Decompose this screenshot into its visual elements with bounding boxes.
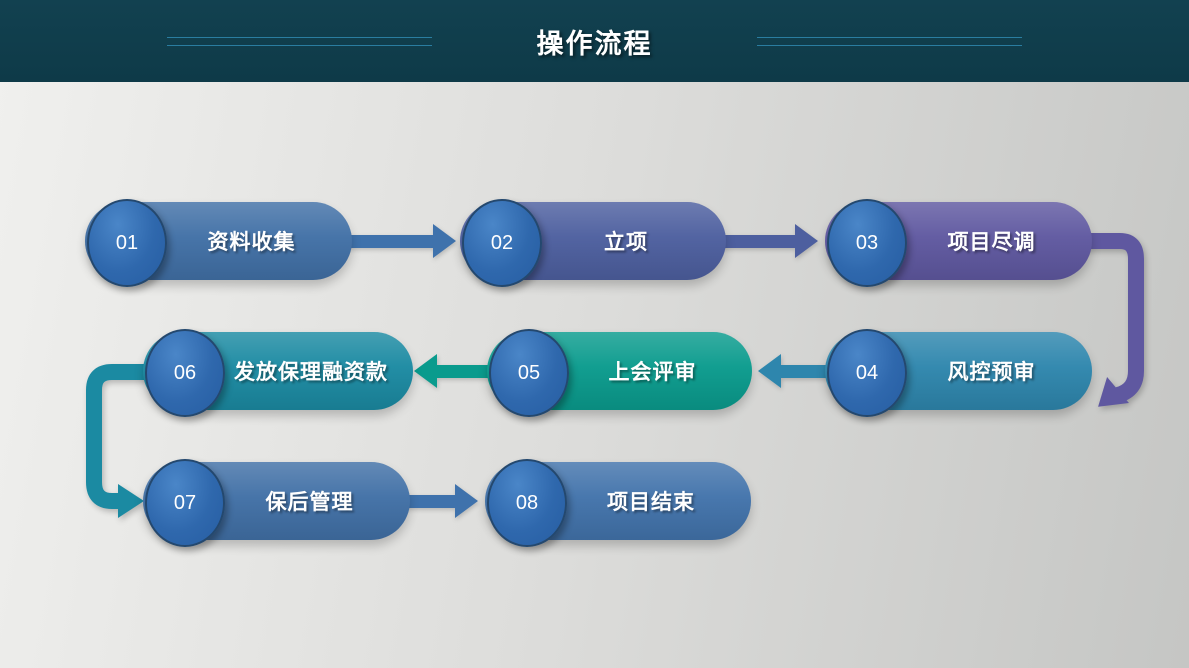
elbow-connector-03-04: [1075, 233, 1144, 407]
step-label: 立项: [604, 231, 648, 254]
step-number-badge: 03: [827, 199, 907, 287]
connector-arrowhead-icon: [1098, 376, 1129, 407]
step-label: 上会评审: [608, 361, 697, 384]
step-pill-08: 08 项目结束: [485, 459, 751, 547]
arrow-head-icon: [433, 224, 456, 258]
header-accent-lines-left: [167, 37, 432, 47]
page-title: 操作流程: [536, 28, 653, 59]
step-label: 风控预审: [947, 361, 1036, 384]
step-pill-05: 05 上会评审: [487, 329, 752, 417]
step-number-badge: 02: [462, 199, 542, 287]
arrow-shaft: [402, 494, 455, 508]
step-pill-02: 02 立项: [460, 199, 726, 287]
header-accent-lines-right: [757, 37, 1022, 47]
arrow-07-08: [402, 484, 478, 518]
step-number-badge: 06: [145, 329, 225, 417]
step-number-badge: 01: [87, 199, 167, 287]
step-pill-07: 07 保后管理: [143, 459, 410, 547]
header-bar: [0, 0, 1189, 82]
step-label: 项目结束: [607, 491, 695, 514]
step-number-badge: 07: [145, 459, 225, 547]
step-pill-04: 04 风控预审: [825, 329, 1092, 417]
arrow-head-icon: [795, 224, 818, 258]
arrow-head-icon: [414, 354, 437, 388]
arrow-head-icon: [758, 354, 781, 388]
arrow-shaft: [781, 364, 832, 378]
step-number-badge: 05: [489, 329, 569, 417]
elbow-connector-06-07: [86, 364, 150, 518]
step-pill-06: 06 发放保理融资款: [143, 329, 413, 417]
step-pill-01: 01 资料收集: [85, 199, 352, 287]
connector-line: [86, 364, 150, 509]
step-label: 发放保理融资款: [234, 361, 388, 384]
arrow-shaft: [718, 234, 795, 248]
connector-arrowhead-icon: [118, 484, 144, 518]
accent-line: [757, 45, 1022, 46]
accent-line: [167, 45, 432, 46]
arrow-05-06: [414, 354, 495, 388]
arrow-01-02: [344, 224, 456, 258]
step-pill-03: 03 项目尽调: [825, 199, 1092, 287]
step-label: 项目尽调: [947, 231, 1036, 254]
arrow-head-icon: [455, 484, 478, 518]
connector-line: [1075, 233, 1144, 403]
accent-line: [757, 37, 1022, 38]
step-number-badge: 08: [487, 459, 567, 547]
arrow-shaft: [437, 364, 495, 378]
step-label: 保后管理: [265, 491, 354, 514]
step-label: 资料收集: [207, 231, 296, 254]
arrow-02-03: [718, 224, 818, 258]
step-number-badge: 04: [827, 329, 907, 417]
arrow-04-05: [758, 354, 832, 388]
arrow-shaft: [344, 234, 433, 248]
accent-line: [167, 37, 432, 38]
